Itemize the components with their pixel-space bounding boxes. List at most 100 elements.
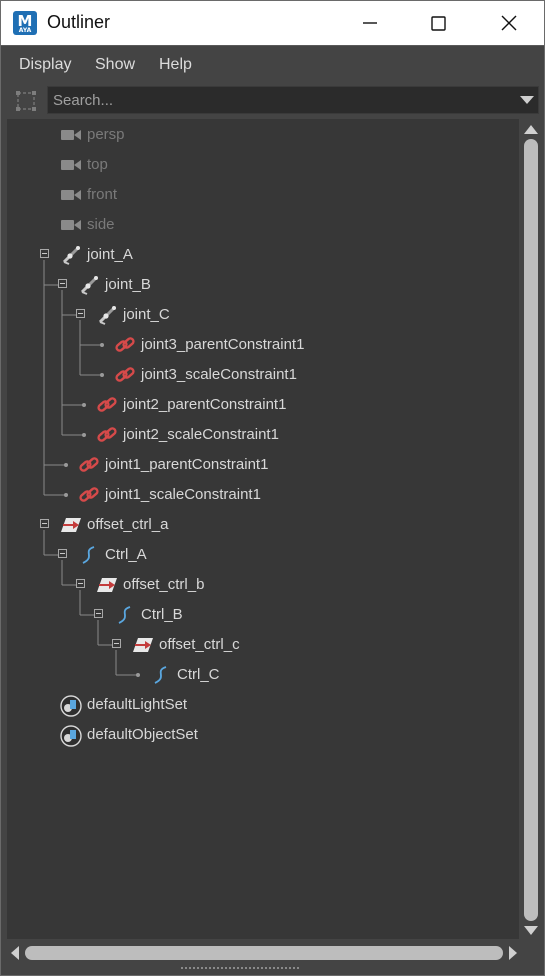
collapse-toggle[interactable] <box>94 609 103 618</box>
collapse-toggle[interactable] <box>58 279 67 288</box>
constraint-icon <box>96 395 118 415</box>
tree-item-label: top <box>87 156 108 173</box>
collapse-toggle[interactable] <box>112 639 121 648</box>
tree-row[interactable]: front <box>7 180 519 210</box>
tree-row[interactable]: joint1_scaleConstraint1 <box>7 480 519 510</box>
menu-help[interactable]: Help <box>159 56 192 73</box>
transform-icon <box>60 515 82 535</box>
tree-item-label: defaultObjectSet <box>87 726 198 743</box>
tree-item-label: joint_C <box>123 306 170 323</box>
tree-row[interactable]: offset_ctrl_b <box>7 570 519 600</box>
tree-item-label: Ctrl_C <box>177 666 220 683</box>
tree-item-label: joint3_parentConstraint1 <box>141 336 305 353</box>
tree-item-label: offset_ctrl_a <box>87 516 169 533</box>
tree-row[interactable]: offset_ctrl_a <box>7 510 519 540</box>
tree-row[interactable]: joint_B <box>7 270 519 300</box>
tree-item-label: joint2_parentConstraint1 <box>123 396 287 413</box>
scroll-left-icon[interactable] <box>7 941 23 965</box>
menu-bar: Display Show Help <box>1 45 544 84</box>
collapse-toggle[interactable] <box>40 249 49 258</box>
minimize-button[interactable] <box>347 1 393 45</box>
tree-leaf-dot <box>100 343 104 347</box>
tree-row[interactable]: joint1_parentConstraint1 <box>7 450 519 480</box>
tree-connector-lines <box>43 260 140 677</box>
curve-icon <box>114 605 136 625</box>
tree-item-label: side <box>87 216 115 233</box>
close-icon <box>501 15 517 31</box>
tree-leaf-dot <box>82 433 86 437</box>
chevron-down-icon[interactable] <box>519 95 535 105</box>
tree-row[interactable]: side <box>7 210 519 240</box>
filter-icon[interactable] <box>14 89 38 113</box>
camera-icon <box>60 125 82 145</box>
set-icon <box>60 695 82 717</box>
tree-leaf-dot <box>82 403 86 407</box>
collapse-toggle[interactable] <box>58 549 67 558</box>
curve-icon <box>78 545 100 565</box>
joint-icon <box>96 305 118 325</box>
collapse-toggle[interactable] <box>76 579 85 588</box>
tree-row[interactable]: Ctrl_C <box>7 660 519 690</box>
tree-row[interactable]: defaultObjectSet <box>7 720 519 750</box>
tree-row[interactable]: Ctrl_B <box>7 600 519 630</box>
menu-display[interactable]: Display <box>19 56 72 73</box>
vertical-scrollbar[interactable] <box>519 119 543 941</box>
tree-row[interactable]: joint_A <box>7 240 519 270</box>
window-title: Outliner <box>47 12 111 32</box>
close-button[interactable] <box>486 1 532 45</box>
scroll-up-icon[interactable] <box>519 121 543 137</box>
maya-app-icon: M AYA <box>13 11 37 35</box>
tree-leaf-dot <box>136 673 140 677</box>
camera-icon <box>60 215 82 235</box>
tree-row[interactable]: joint2_scaleConstraint1 <box>7 420 519 450</box>
scroll-down-icon[interactable] <box>519 923 543 939</box>
constraint-icon <box>114 335 136 355</box>
vertical-scroll-thumb[interactable] <box>524 139 538 921</box>
tree-leaf-dot <box>64 463 68 467</box>
collapse-toggle[interactable] <box>76 309 85 318</box>
camera-icon <box>60 155 82 175</box>
app-icon-sub: AYA <box>18 27 32 34</box>
search-row <box>1 83 544 119</box>
tree-row[interactable]: persp <box>7 120 519 150</box>
tree-item-label: Ctrl_A <box>105 546 147 563</box>
horizontal-scrollbar[interactable] <box>7 941 519 965</box>
tree-item-label: offset_ctrl_b <box>123 576 205 593</box>
constraint-icon <box>78 485 100 505</box>
tree-row[interactable]: joint3_parentConstraint1 <box>7 330 519 360</box>
constraint-icon <box>114 365 136 385</box>
tree-item-label: front <box>87 186 118 203</box>
transform-icon <box>132 635 154 655</box>
collapse-toggle[interactable] <box>40 519 49 528</box>
tree-row[interactable]: Ctrl_A <box>7 540 519 570</box>
tree-item-label: joint1_parentConstraint1 <box>105 456 269 473</box>
tree-row[interactable]: joint2_parentConstraint1 <box>7 390 519 420</box>
tree-row[interactable]: offset_ctrl_c <box>7 630 519 660</box>
tree-item-label: persp <box>87 126 125 143</box>
maximize-icon <box>431 16 446 31</box>
tree-item-label: joint3_scaleConstraint1 <box>141 366 297 383</box>
camera-icon <box>60 185 82 205</box>
maximize-button[interactable] <box>415 1 461 45</box>
tree-item-label: joint_A <box>87 246 133 263</box>
tree-item-label: joint_B <box>105 276 151 293</box>
tree-row[interactable]: defaultLightSet <box>7 690 519 720</box>
scroll-right-icon[interactable] <box>505 941 521 965</box>
search-box <box>47 86 539 114</box>
title-bar[interactable]: M AYA Outliner <box>1 1 544 45</box>
tree-item-label: joint2_scaleConstraint1 <box>123 426 279 443</box>
tree-row[interactable]: joint3_scaleConstraint1 <box>7 360 519 390</box>
horizontal-scroll-thumb[interactable] <box>25 946 503 960</box>
search-input[interactable] <box>48 87 513 113</box>
joint-icon <box>60 245 82 265</box>
tree-item-label: joint1_scaleConstraint1 <box>105 486 261 503</box>
set-icon <box>60 725 82 747</box>
tree-row[interactable]: top <box>7 150 519 180</box>
menu-show[interactable]: Show <box>95 56 136 73</box>
resize-grip[interactable] <box>181 965 301 971</box>
minimize-icon <box>363 22 377 24</box>
tree-row[interactable]: joint_C <box>7 300 519 330</box>
transform-icon <box>96 575 118 595</box>
